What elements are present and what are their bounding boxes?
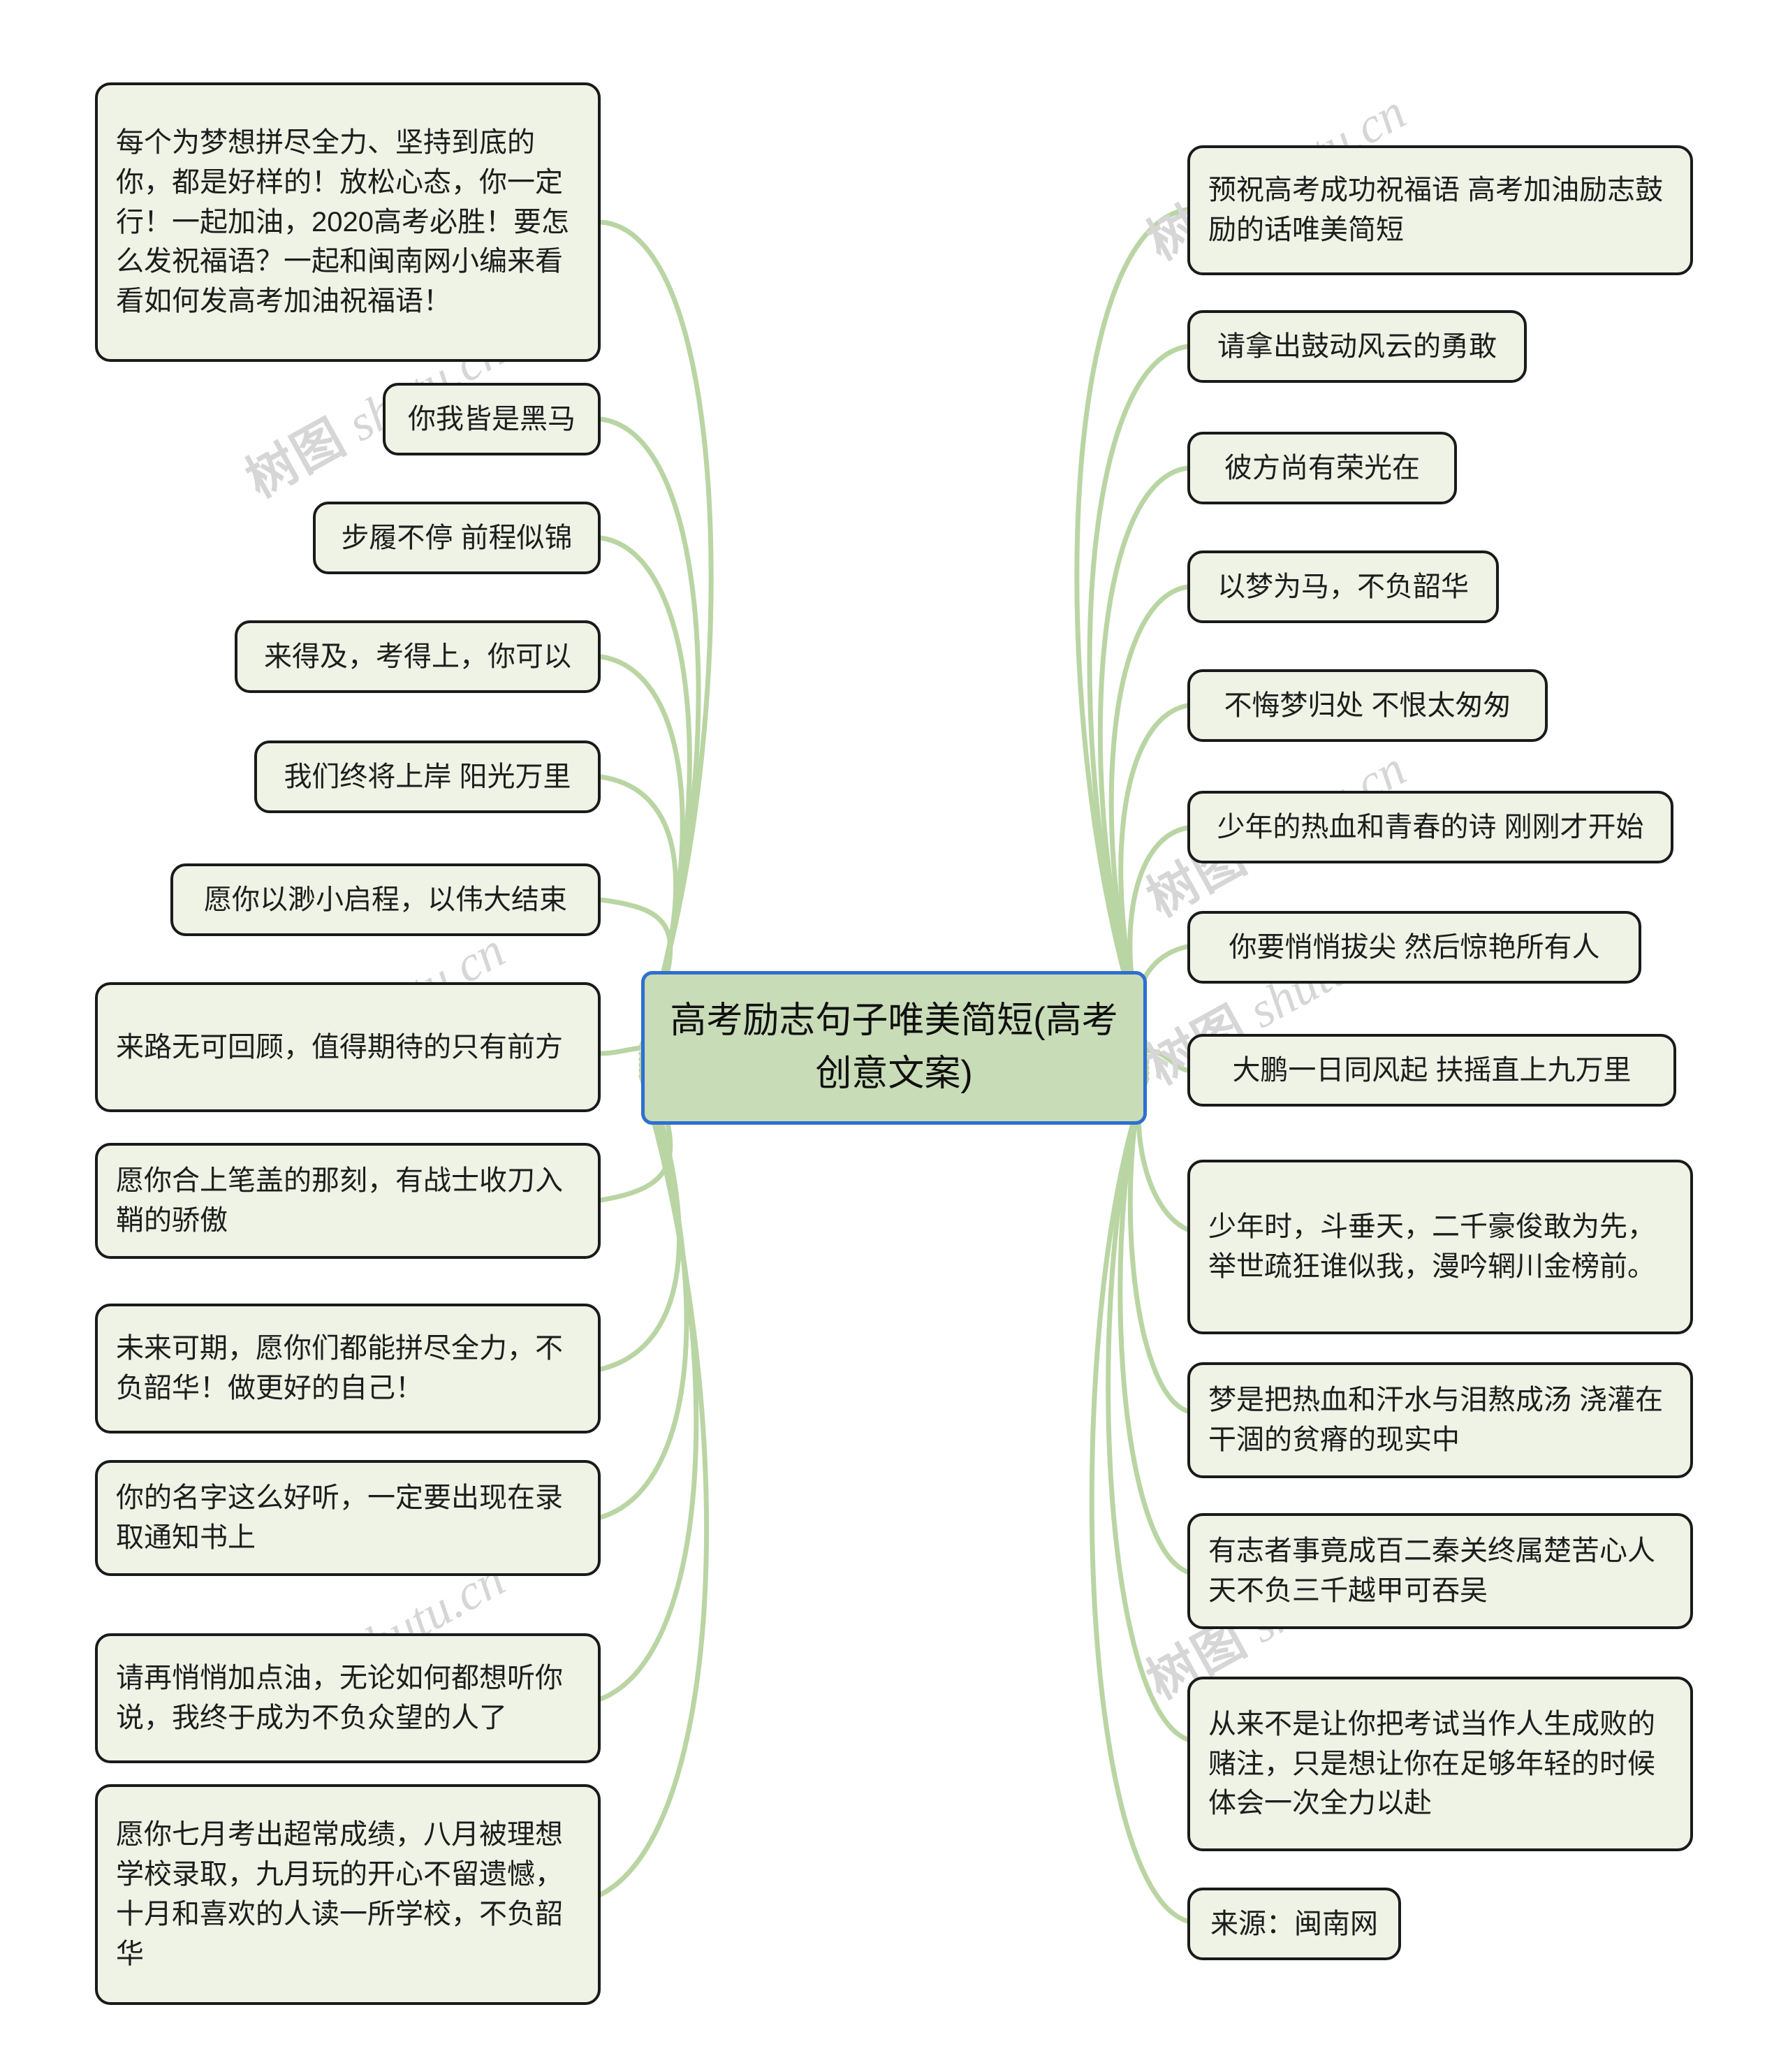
left-branch-label-11: 请再悄悄加点油，无论如何都想听你说，我终于成为不负众望的人了: [116, 1663, 563, 1733]
right-branch-node-9[interactable]: 少年时，斗垂天，二千豪俊敢为先，举世疏狂谁似我，漫吟辋川金榜前。: [1187, 1160, 1693, 1334]
right-branch-label-source: 来源：闽南网: [1210, 1908, 1378, 1939]
edge-left-9: [598, 1056, 682, 1372]
right-branch-node-12[interactable]: 从来不是让你把考试当作人生成败的赌注，只是想让你在足够年轻的时候体会一次全力以赴: [1187, 1677, 1693, 1851]
right-branch-label-7: 你要悄悄拔尖 然后惊艳所有人: [1229, 931, 1600, 963]
left-branch-node-2[interactable]: 你我皆是黑马: [383, 383, 601, 455]
left-branch-node-3[interactable]: 步履不停 前程似锦: [313, 502, 601, 574]
left-branch-label-4: 来得及，考得上，你可以: [264, 641, 571, 672]
right-branch-label-3: 彼方尚有荣光在: [1224, 452, 1420, 483]
right-branch-node-11[interactable]: 有志者事竟成百二秦关终属楚苦心人天不负三千越甲可吞吴: [1187, 1513, 1693, 1629]
left-branch-node-9[interactable]: 未来可期，愿你们都能拼尽全力，不负韶华！做更好的自己！: [95, 1304, 601, 1433]
edge-right-2: [1087, 344, 1190, 1051]
right-branch-node-7[interactable]: 你要悄悄拔尖 然后惊艳所有人: [1187, 911, 1641, 984]
left-branch-label-8: 愿你合上笔盖的那刻，有战士收刀入鞘的骄傲: [116, 1165, 563, 1236]
right-branch-label-2: 请拿出鼓动风云的勇敢: [1217, 330, 1497, 362]
left-branch-node-11[interactable]: 请再悄悄加点油，无论如何都想听你说，我终于成为不负众望的人了: [95, 1633, 601, 1763]
right-branch-node-3[interactable]: 彼方尚有荣光在: [1187, 432, 1457, 504]
left-branch-node-12[interactable]: 愿你七月考出超常成绩，八月被理想学校录取，九月玩的开心不留遗憾，十月和喜欢的人读…: [95, 1784, 601, 2005]
edge-right-13: [1089, 1076, 1190, 1924]
left-branch-label-12: 愿你七月考出超常成绩，八月被理想学校录取，九月玩的开心不留遗憾，十月和喜欢的人读…: [116, 1819, 563, 1969]
right-branch-label-4: 以梦为马，不负韶华: [1217, 571, 1469, 602]
central-topic-node[interactable]: 高考励志句子唯美简短(高考创意文案): [641, 971, 1147, 1125]
right-branch-node-source[interactable]: 来源：闽南网: [1187, 1888, 1401, 1960]
left-branch-node-7[interactable]: 来路无可回顾，值得期待的只有前方: [95, 982, 601, 1112]
right-branch-label-11: 有志者事竟成百二秦关终属楚苦心人天不负三千越甲可吞吴: [1208, 1535, 1655, 1606]
edge-right-3: [1097, 465, 1190, 1051]
left-branch-node-8[interactable]: 愿你合上笔盖的那刻，有战士收刀入鞘的骄傲: [95, 1143, 601, 1259]
right-branch-node-6[interactable]: 少年的热血和青春的诗 刚刚才开始: [1187, 791, 1673, 863]
left-branch-node-5[interactable]: 我们终将上岸 阳光万里: [254, 740, 601, 813]
right-branch-node-5[interactable]: 不悔梦归处 不恨太匆匆: [1187, 669, 1548, 742]
left-branch-label-2: 你我皆是黑马: [408, 403, 576, 435]
right-branch-label-10: 梦是把热血和汗水与泪熬成汤 浇灌在干涸的贫瘠的现实中: [1208, 1385, 1664, 1455]
left-branch-label-10: 你的名字这么好听，一定要出现在录取通知书上: [116, 1482, 563, 1553]
edge-left-7: [598, 1045, 644, 1056]
right-branch-label-8: 大鹏一日同风起 扶摇直上九万里: [1232, 1054, 1632, 1086]
edge-left-12: [598, 1073, 709, 1897]
left-branch-label-6: 愿你以渺小启程，以伟大结束: [204, 884, 567, 915]
right-branch-label-1: 预祝高考成功祝福语 高考加油励志鼓励的话唯美简短: [1208, 175, 1664, 245]
right-branch-label-5: 不悔梦归处 不恨太匆匆: [1224, 690, 1511, 721]
left-branch-label-3: 步履不停 前程似锦: [341, 522, 573, 553]
edge-right-8: [1144, 1048, 1190, 1073]
left-branch-label-7: 来路无可回顾，值得期待的只有前方: [116, 1031, 563, 1063]
left-branch-node-6[interactable]: 愿你以渺小启程，以伟大结束: [170, 863, 601, 936]
left-branch-node-10[interactable]: 你的名字这么好听，一定要出现在录取通知书上: [95, 1460, 601, 1576]
left-branch-label-1: 每个为梦想拼尽全力、坚持到底的你，都是好样的！放松心态，你一定行！一起加油，20…: [116, 127, 569, 317]
right-branch-node-2[interactable]: 请拿出鼓动风云的勇敢: [1187, 310, 1527, 383]
edge-left-2: [598, 416, 701, 1051]
right-branch-label-9: 少年时，斗垂天，二千豪俊敢为先，举世疏狂谁似我，漫吟辋川金榜前。: [1208, 1211, 1655, 1282]
left-branch-node-1[interactable]: 每个为梦想拼尽全力、坚持到底的你，都是好样的！放松心态，你一定行！一起加油，20…: [95, 82, 601, 362]
central-topic-label: 高考励志句子唯美简短(高考创意文案): [670, 1000, 1118, 1094]
right-branch-node-8[interactable]: 大鹏一日同风起 扶摇直上九万里: [1187, 1034, 1676, 1107]
left-branch-label-5: 我们终将上岸 阳光万里: [284, 761, 571, 792]
right-branch-node-4[interactable]: 以梦为马，不负韶华: [1187, 550, 1499, 623]
left-branch-node-4[interactable]: 来得及，考得上，你可以: [235, 620, 601, 693]
right-branch-label-12: 从来不是让你把考试当作人生成败的赌注，只是想让你在足够年轻的时候体会一次全力以赴: [1208, 1708, 1655, 1819]
right-branch-label-6: 少年的热血和青春的诗 刚刚才开始: [1217, 811, 1644, 842]
left-branch-label-9: 未来可期，愿你们都能拼尽全力，不负韶华！做更好的自己！: [116, 1333, 563, 1403]
right-branch-node-10[interactable]: 梦是把热血和汗水与泪熬成汤 浇灌在干涸的贫瘠的现实中: [1187, 1362, 1693, 1478]
right-branch-node-1[interactable]: 预祝高考成功祝福语 高考加油励志鼓励的话唯美简短: [1187, 145, 1693, 275]
